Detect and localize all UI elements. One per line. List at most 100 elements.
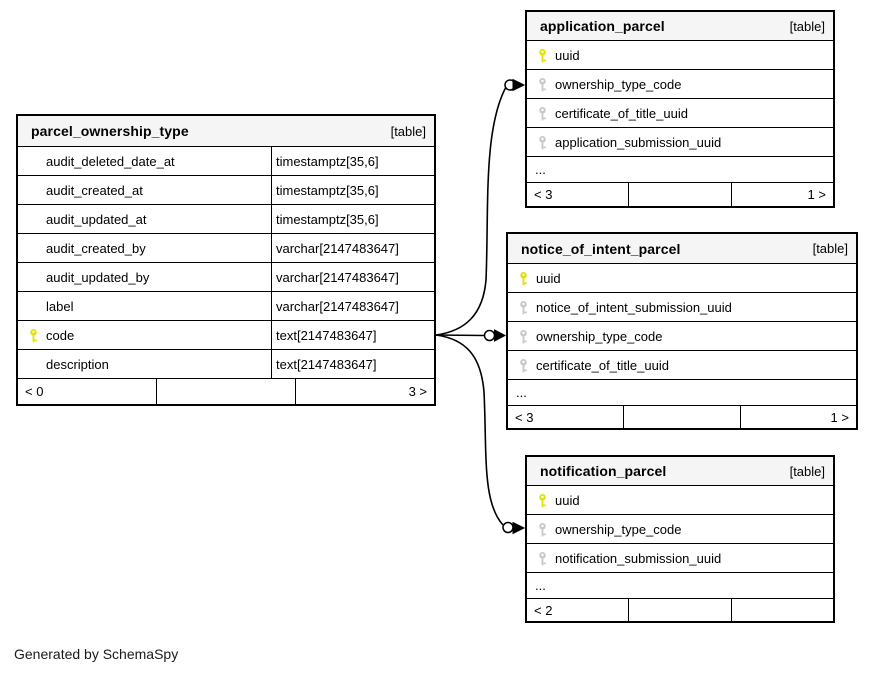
table-footer: < 0 3 > <box>18 378 434 404</box>
foreign-key-icon <box>518 329 529 344</box>
column-name: audit_updated_by <box>46 269 150 285</box>
column-name: uuid <box>555 47 580 63</box>
footer-children-count: < 3 <box>534 187 553 202</box>
table-title-link[interactable]: notification_parcel <box>540 463 667 479</box>
column-type: timestamptz[35,6] <box>276 211 379 227</box>
column-row: audit_deleted_date_at timestamptz[35,6] <box>18 146 434 175</box>
table-header: notice_of_intent_parcel [table] <box>508 234 856 263</box>
relation-arrowhead-top <box>512 78 526 92</box>
column-row: ownership_type_code <box>527 69 833 98</box>
column-row: audit_updated_at timestamptz[35,6] <box>18 204 434 233</box>
table-notification-parcel: notification_parcel [table] uuid ownersh… <box>525 455 835 623</box>
foreign-key-icon <box>518 300 529 315</box>
footer-parents-count: 1 > <box>730 183 833 206</box>
column-row: uuid <box>527 40 833 69</box>
column-name: ownership_type_code <box>555 76 682 92</box>
footer-spacer <box>628 599 730 621</box>
column-row: description text[2147483647] <box>18 349 434 378</box>
column-row: label varchar[2147483647] <box>18 291 434 320</box>
column-name: ownership_type_code <box>555 521 682 537</box>
column-name: audit_deleted_date_at <box>46 153 175 169</box>
column-name: ownership_type_code <box>536 328 663 344</box>
column-name: label <box>46 298 74 314</box>
column-type: varchar[2147483647] <box>276 269 399 285</box>
column-row: certificate_of_title_uuid <box>508 350 856 379</box>
foreign-key-icon <box>537 522 548 537</box>
column-type: timestamptz[35,6] <box>276 182 379 198</box>
column-name: code <box>46 327 75 343</box>
column-name: description <box>46 356 109 372</box>
footer-spacer <box>156 379 295 404</box>
column-row: uuid <box>508 263 856 292</box>
primary-key-icon <box>537 493 548 508</box>
column-name: application_submission_uuid <box>555 134 722 150</box>
footer-children-count: < 0 <box>25 384 44 399</box>
column-row: ownership_type_code <box>527 514 833 543</box>
table-header: application_parcel [table] <box>527 12 833 40</box>
table-footer: < 2 <box>527 598 833 621</box>
column-row: audit_created_at timestamptz[35,6] <box>18 175 434 204</box>
footer-parents-count <box>730 599 833 621</box>
table-footer: < 3 1 > <box>527 182 833 206</box>
column-name: certificate_of_title_uuid <box>536 357 669 373</box>
column-row: application_submission_uuid <box>527 127 833 156</box>
table-notice-of-intent-parcel: notice_of_intent_parcel [table] uuid not… <box>506 232 858 430</box>
column-name: audit_updated_at <box>46 211 147 227</box>
relation-dot-middle <box>483 329 496 342</box>
column-row: audit_updated_by varchar[2147483647] <box>18 262 434 291</box>
column-row: notice_of_intent_submission_uuid <box>508 292 856 321</box>
column-name: certificate_of_title_uuid <box>555 105 688 121</box>
table-footer: < 3 1 > <box>508 405 856 428</box>
column-row: audit_created_by varchar[2147483647] <box>18 233 434 262</box>
hidden-columns-ellipsis: ... <box>527 572 833 598</box>
primary-key-icon <box>518 271 529 286</box>
foreign-key-icon <box>537 77 548 92</box>
footer-spacer <box>628 183 730 206</box>
column-name: uuid <box>536 270 561 286</box>
footer-parents-count: 3 > <box>295 379 434 404</box>
column-row: code text[2147483647] <box>18 320 434 349</box>
column-name: audit_created_by <box>46 240 146 256</box>
table-parcel-ownership-type: parcel_ownership_type [table] audit_dele… <box>16 114 436 406</box>
table-header: notification_parcel [table] <box>527 457 833 485</box>
column-name: notification_submission_uuid <box>555 550 722 566</box>
column-type: varchar[2147483647] <box>276 298 399 314</box>
table-application-parcel: application_parcel [table] uuid ownershi… <box>525 10 835 208</box>
fk-line-notification-parcel <box>435 334 504 526</box>
foreign-key-icon <box>537 135 548 150</box>
primary-key-icon <box>28 328 39 343</box>
relation-arrowhead-middle <box>494 329 507 342</box>
table-type-tag: [table] <box>789 18 825 34</box>
fk-line-notice-of-intent-parcel <box>435 334 485 337</box>
hidden-columns-ellipsis: ... <box>508 379 856 405</box>
footer-spacer <box>623 406 739 428</box>
column-row: certificate_of_title_uuid <box>527 98 833 127</box>
column-name: uuid <box>555 492 580 508</box>
table-title-link[interactable]: notice_of_intent_parcel <box>521 240 681 257</box>
column-type: text[2147483647] <box>276 327 377 343</box>
column-type: timestamptz[35,6] <box>276 153 379 169</box>
primary-key-icon <box>537 48 548 63</box>
hidden-columns-ellipsis: ... <box>527 156 833 182</box>
column-type: varchar[2147483647] <box>276 240 399 256</box>
fk-line-application-parcel <box>435 86 507 336</box>
table-type-tag: [table] <box>789 463 825 479</box>
foreign-key-icon <box>537 106 548 121</box>
footer-children-count: < 2 <box>534 602 553 618</box>
table-title-link[interactable]: parcel_ownership_type <box>31 123 189 139</box>
table-type-tag: [table] <box>390 123 426 139</box>
footer-parents-count: 1 > <box>739 406 856 428</box>
column-row: ownership_type_code <box>508 321 856 350</box>
column-row: uuid <box>527 485 833 514</box>
foreign-key-icon <box>537 551 548 566</box>
foreign-key-icon <box>518 358 529 373</box>
footer-children-count: < 3 <box>515 409 534 425</box>
relation-dot-bottom <box>502 521 514 534</box>
table-header: parcel_ownership_type [table] <box>18 116 434 146</box>
column-type: text[2147483647] <box>276 356 377 372</box>
column-name: audit_created_at <box>46 182 143 198</box>
generator-credit: Generated by SchemaSpy <box>14 646 179 662</box>
table-title-link[interactable]: application_parcel <box>540 18 665 34</box>
relation-arrowhead-bottom <box>512 521 526 535</box>
